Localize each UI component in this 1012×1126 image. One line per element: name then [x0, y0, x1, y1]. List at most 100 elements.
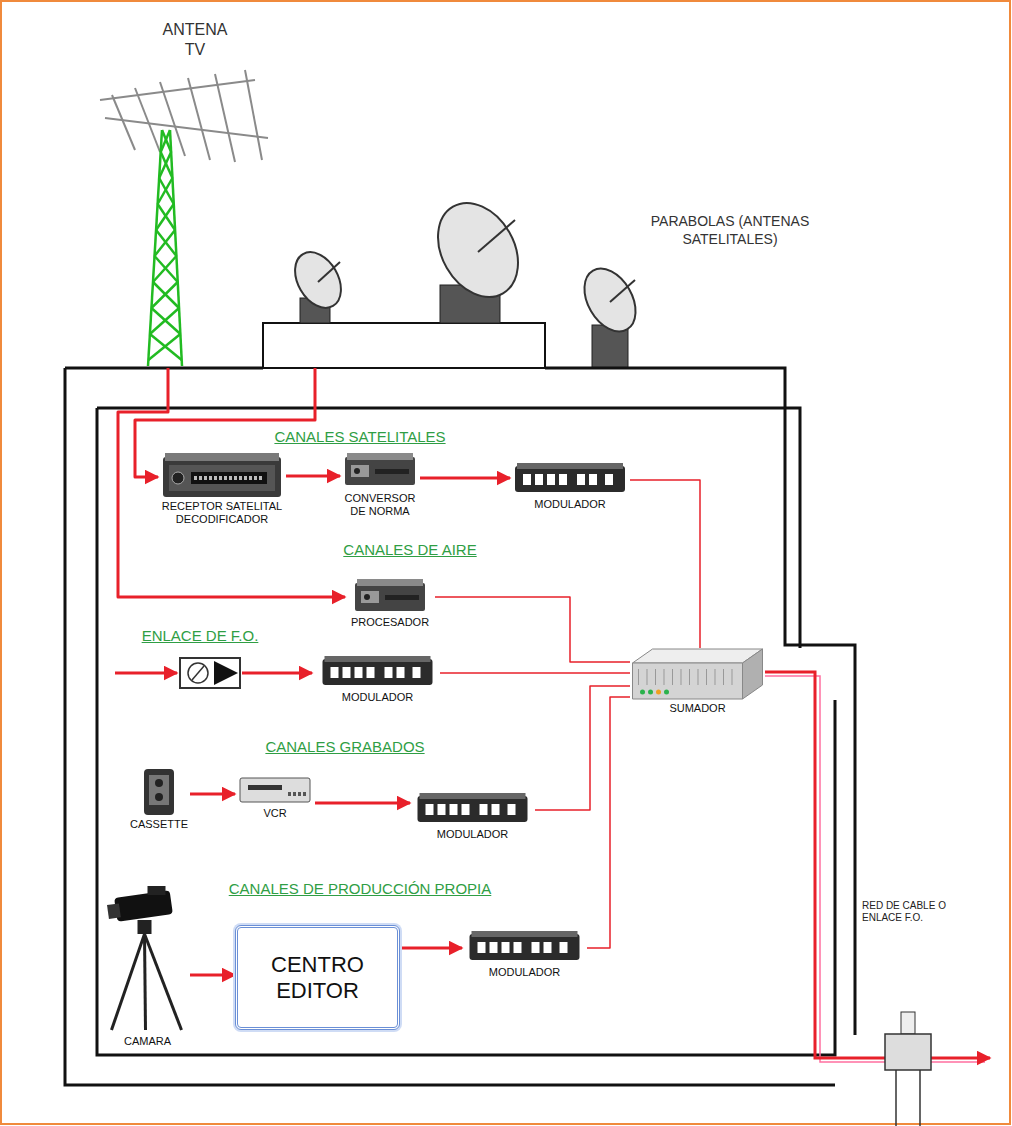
device-vent: [689, 669, 690, 685]
satellite-dish: [574, 260, 646, 368]
device-top: [347, 453, 413, 460]
equipment-node: VCR: [235, 775, 315, 822]
dish-feed: [478, 220, 515, 252]
equipment-icon: [410, 792, 535, 828]
equipment-node: MODULADOR: [315, 655, 440, 706]
vcr-button: [293, 792, 296, 796]
building-inner-wall: [97, 408, 835, 1055]
device-led: [640, 690, 645, 695]
satellite-dish: [286, 244, 351, 323]
device-slot: [560, 942, 568, 953]
tower-brace: [153, 282, 179, 308]
mod-icon: [515, 463, 625, 492]
device-top: [420, 793, 526, 799]
signal-connector: [420, 477, 510, 480]
antenna-tower: [148, 130, 182, 366]
device-panel: [351, 465, 369, 477]
equipment-icon: [340, 452, 420, 492]
device-dot: [209, 476, 212, 480]
fiber-receiver-lens: [188, 663, 208, 683]
device-panel: [361, 591, 379, 603]
device-slot: [547, 474, 555, 485]
dish-reflector: [286, 244, 351, 316]
camera-icon: [107, 886, 181, 1030]
vcr-body: [240, 778, 310, 802]
tripod-head: [138, 920, 152, 934]
device-body: [355, 583, 425, 611]
equipment-icon: [235, 775, 315, 807]
tower-brace: [158, 204, 175, 230]
device-slot: [375, 469, 409, 474]
equipment-group: PARABOLAS (ANTENAS SATELITALES): [263, 190, 823, 368]
tripod-leg: [145, 934, 182, 1030]
device-dot: [254, 476, 257, 480]
device-vent: [655, 669, 656, 685]
equipment-label: MODULADOR: [510, 498, 630, 511]
signal-connector: [630, 480, 700, 648]
signal-connector: [440, 672, 630, 674]
device-vent: [732, 669, 733, 685]
pole: [919, 1070, 921, 1126]
camera-lens: [107, 903, 121, 919]
device-slot: [514, 942, 522, 953]
fiber-input-line: [115, 672, 177, 675]
tripod-leg: [145, 934, 146, 1030]
device-slot: [559, 474, 567, 485]
device-dot: [194, 476, 197, 480]
device-dot: [214, 476, 217, 480]
equipment-node: CAMARA: [105, 885, 190, 1050]
device-knob: [172, 472, 184, 484]
antenna-element: [245, 70, 262, 160]
device-display: [191, 472, 267, 484]
device-front: [633, 663, 743, 699]
vcr-button: [288, 792, 291, 796]
device-slot: [490, 942, 498, 953]
equipment-label: RECEPTOR SATELITAL DECODIFICADOR: [158, 500, 286, 526]
process-box: CENTRO EDITOR: [235, 925, 400, 1030]
device-vent: [698, 669, 699, 685]
device-dot: [234, 476, 237, 480]
fiber-receiver-mark: [192, 666, 204, 680]
mod-icon: [323, 656, 433, 685]
pole: [895, 1070, 897, 1126]
antenna-element: [160, 82, 185, 156]
device-top: [325, 656, 431, 662]
equipment-label: SUMADOR: [630, 702, 765, 715]
device-slot: [589, 474, 597, 485]
fiber-to-modulator-line: [242, 672, 312, 675]
device-slot: [577, 474, 585, 485]
mod-icon: [470, 931, 580, 960]
device-slot: [450, 804, 458, 815]
equipment-label: PARABOLAS (ANTENAS SATELITALES): [635, 212, 825, 248]
device-panel: [169, 465, 275, 491]
equipment-icon: [315, 655, 440, 691]
device-led: [664, 690, 669, 695]
antenna-element: [215, 74, 235, 162]
equipment-group: ANTENA TV: [60, 15, 255, 368]
device-body: [470, 934, 580, 960]
device-vent: [715, 669, 716, 685]
signal-connector: [135, 368, 315, 477]
device-body: [163, 457, 281, 497]
device-top: [517, 463, 623, 469]
device-slot: [502, 942, 510, 953]
device-top: [165, 453, 279, 461]
device-vent: [706, 669, 707, 685]
cassette-reel: [155, 779, 163, 787]
device-vent: [672, 669, 673, 685]
device-vent: [681, 669, 682, 685]
equipment-icon: [462, 930, 587, 966]
equipment-icon: [128, 768, 190, 818]
signal-connector: [535, 686, 630, 810]
cassette-body: [144, 769, 174, 815]
equipment-label: CAMARA: [105, 1035, 190, 1048]
tower-brace: [150, 334, 182, 360]
tripod-leg: [112, 934, 145, 1030]
tower-brace: [151, 308, 180, 334]
device-slot: [343, 667, 351, 678]
equipment-label: MODULADOR: [410, 828, 535, 841]
device-dot: [244, 476, 247, 480]
device-dot: [204, 476, 207, 480]
equipment-label: VCR: [235, 807, 315, 820]
